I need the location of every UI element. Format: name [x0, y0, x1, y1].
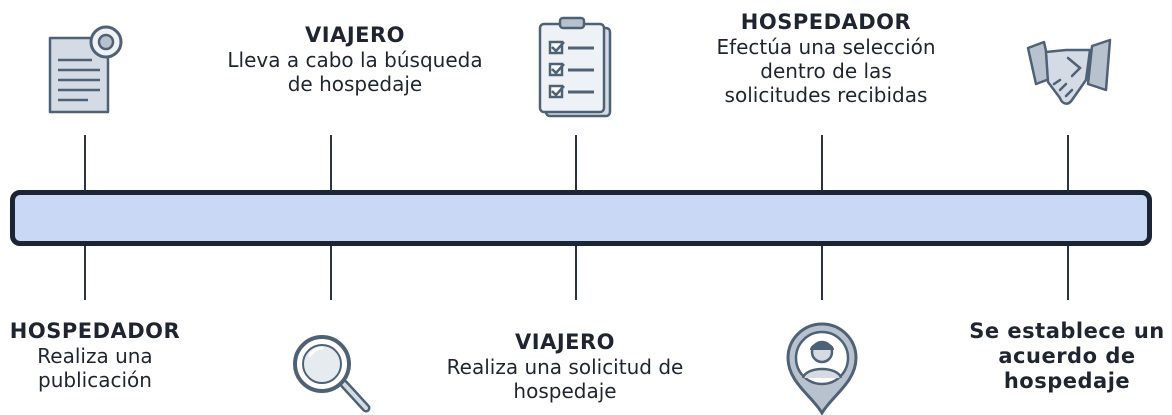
clipboard-checklist-icon — [538, 16, 612, 118]
step-4-text: Efectúa una selección dentro de las soli… — [716, 35, 936, 108]
timeline-bar — [10, 190, 1152, 246]
tick-up-5 — [1067, 135, 1069, 191]
tick-down-1 — [84, 246, 86, 300]
step-2-label: VIAJERO Lleva a cabo la búsqueda de hosp… — [190, 23, 520, 96]
document-icon — [48, 25, 123, 114]
step-3-label: VIAJERO Realiza una solicitud de hospeda… — [410, 330, 720, 403]
step-4-label: HOSPEDADOR Efectúa una selección dentro … — [676, 10, 976, 107]
step-3-actor: VIAJERO — [515, 330, 615, 354]
tick-down-2 — [330, 246, 332, 300]
tick-up-3 — [575, 135, 577, 191]
tick-up-4 — [821, 135, 823, 191]
step-1-label: HOSPEDADOR Realiza una publicación — [0, 319, 190, 392]
step-1-text: Realiza una publicación — [37, 344, 153, 393]
tick-down-4 — [821, 246, 823, 300]
location-person-icon — [786, 322, 858, 415]
step-3-text: Realiza una solicitud de hospedaje — [446, 355, 684, 404]
step-5-label: Se establece un acuerdo de hospedaje — [962, 319, 1172, 395]
magnifier-icon — [293, 335, 371, 413]
step-5-text: Se establece un acuerdo de hospedaje — [969, 319, 1165, 394]
step-2-text: Lleva a cabo la búsqueda de hospedaje — [227, 48, 483, 97]
step-1-actor: HOSPEDADOR — [9, 319, 181, 343]
tick-down-3 — [575, 246, 577, 300]
handshake-icon — [1026, 38, 1112, 105]
tick-up-2 — [330, 135, 332, 191]
step-4-actor: HOSPEDADOR — [740, 10, 912, 34]
step-2-actor: VIAJERO — [305, 23, 405, 47]
tick-up-1 — [84, 135, 86, 191]
tick-down-5 — [1067, 246, 1069, 300]
